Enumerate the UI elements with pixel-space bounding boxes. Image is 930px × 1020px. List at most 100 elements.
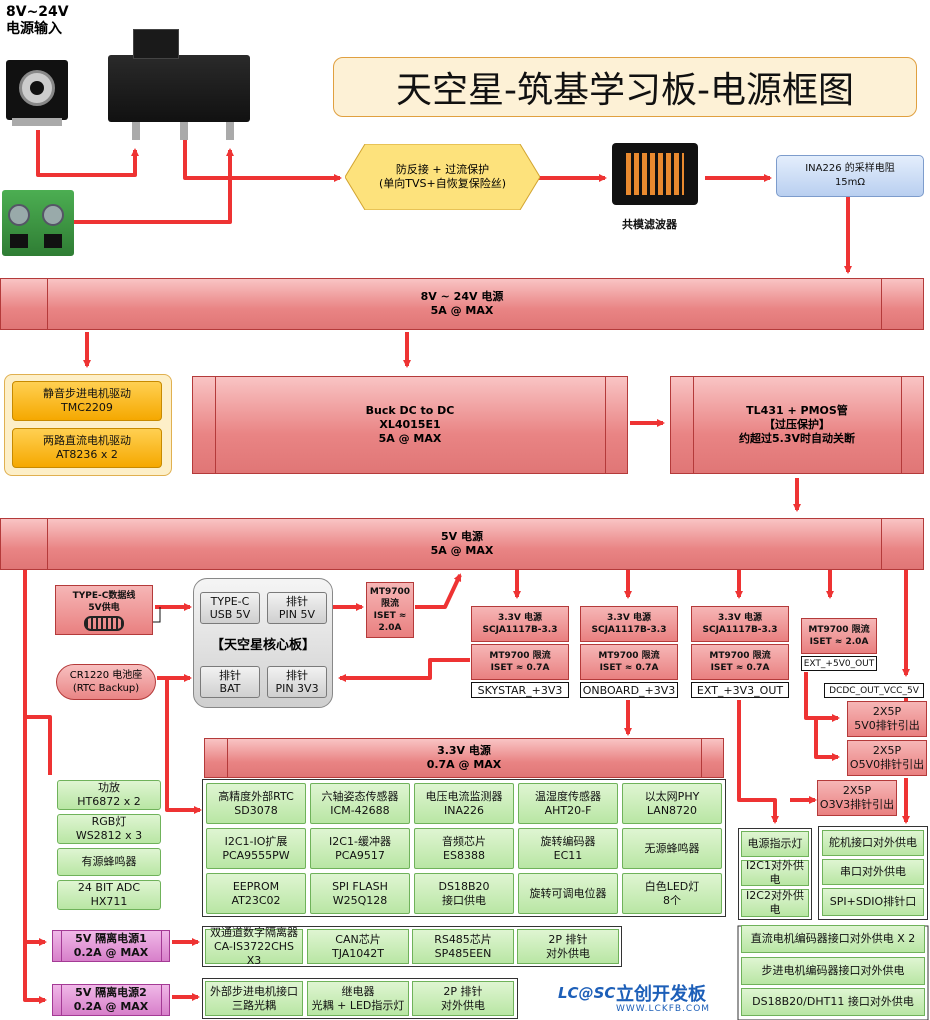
load-can-part: TJA1042T: [331, 946, 384, 960]
tl431-title: TL431 + PMOS管: [746, 404, 848, 417]
typec-cable: TYPE-C数据线 5V供电: [55, 585, 153, 635]
load-3v3-part: 接口供电: [442, 893, 486, 907]
load-3v3-part: ICM-42688: [330, 803, 390, 817]
load-adc-title: 24 BIT ADC: [77, 881, 141, 894]
load-amp-title: 功放: [98, 781, 120, 794]
header-5v0: 2X5P 5V0排针引出: [847, 701, 927, 737]
load-rgb-title: RGB灯: [91, 815, 127, 828]
header-o3v3: 2X5P O3V3排针引出: [817, 780, 897, 816]
load-3v3-title: 温湿度传感器: [535, 789, 601, 803]
dc-motor-driver-part: AT8236 x 2: [56, 448, 118, 461]
input-voltage-text: 8V~24V: [6, 4, 69, 20]
limit-ext-title: MT9700 限流: [709, 651, 771, 661]
ldo-skystar-part: SCJA1117B-3.3: [482, 625, 558, 635]
load-rs485-part: SP485EEN: [434, 946, 492, 960]
load-3v3-part: W25Q128: [332, 893, 388, 907]
load-3v3-title: EEPROM: [232, 879, 280, 893]
load-3v3-part: EC11: [553, 848, 583, 862]
header-5v0-type: 2X5P: [872, 705, 902, 718]
dc-motor-driver: 两路直流电机驱动 AT8236 x 2: [12, 428, 162, 468]
mt9700-ext-title: MT9700 限流: [808, 625, 870, 635]
load-3v3-part: AHT20-F: [544, 803, 592, 817]
load-rgb: RGB灯 WS2812 x 3: [57, 814, 161, 844]
bus-3v3-rating: 0.7A @ MAX: [426, 758, 502, 771]
bus-5v: 5V 电源 5A @ MAX: [0, 518, 924, 570]
load-iso1-header: 2P 排针 对外供电: [517, 929, 619, 964]
dc-jack-label: 8V~24V 电源输入: [6, 4, 69, 38]
load-iso2-header: 2P 排针 对外供电: [412, 981, 514, 1016]
header-5v0-desc: 5V0排针引出: [854, 719, 920, 732]
load-amp-part: HT6872 x 2: [77, 795, 141, 808]
load-3v3-part: SD3078: [234, 803, 278, 817]
tag-onboard: ONBOARD_+3V3: [580, 682, 678, 698]
load-3v3-title: 高精度外部RTC: [218, 789, 294, 803]
load-3v3-part: PCA9555PW: [222, 848, 290, 862]
load-rs485: RS485芯片 SP485EEN: [412, 929, 514, 964]
input-title-text: 电源输入: [6, 21, 62, 37]
bus-8v-24v-rating: 5A @ MAX: [430, 304, 494, 317]
load-stepper-encoder: 步进电机编码器接口对外供电: [741, 957, 925, 985]
header-o5v0-type: 2X5P: [872, 744, 902, 757]
load-3v3-part: 8个: [663, 893, 681, 907]
mt9700-core-current: 2.0A: [378, 623, 402, 633]
bus-8v-24v: 8V ~ 24V 电源 5A @ MAX: [0, 278, 924, 330]
ldo-ext-part: SCJA1117B-3.3: [702, 625, 778, 635]
core-board-title: 【天空星核心板】: [210, 638, 315, 653]
bus-5v-rating: 5A @ MAX: [430, 544, 494, 557]
buck-part: XL4015E1: [379, 418, 441, 431]
load-stepper-interface-title: 外部步进电机接口: [210, 984, 298, 998]
mt9700-core-func: 限流: [380, 599, 399, 609]
load-3v3-title: 音频芯片: [442, 834, 486, 848]
page-title: 天空星-筑基学习板-电源框图: [333, 57, 917, 117]
limit-skystar-title: MT9700 限流: [489, 651, 551, 661]
load-uart: 串口对外供电: [822, 859, 924, 885]
load-3v3-title: I2C1-缓冲器: [329, 834, 391, 848]
load-active-buzzer-title: 有源蜂鸣器: [81, 855, 137, 868]
load-digital-isolator: 双通道数字隔离器 CA-IS3722CHS X3: [205, 926, 303, 967]
ina226-resistor: INA226 的采样电阻 15mΩ: [776, 155, 924, 197]
load-iso2-header-title: 2P 排针: [443, 984, 483, 998]
load-iso1-header-desc: 对外供电: [546, 946, 590, 960]
tl431-ovp: TL431 + PMOS管 【过压保护】 约超过5.3V时自动关断: [670, 376, 924, 474]
ldo-ext: 3.3V 电源 SCJA1117B-3.3: [691, 606, 789, 642]
limit-onboard-iset: ISET ≈ 0.7A: [599, 663, 659, 673]
load-3v3-title: 无源蜂鸣器: [644, 841, 700, 855]
load-digital-isolator-part: CA-IS3722CHS X3: [213, 939, 295, 967]
mt9700-ext-iset: ISET ≈ 2.0A: [809, 637, 869, 647]
load-3v3-title: DS18B20: [438, 879, 490, 893]
tag-ext-5v: EXT_+5V0_OUT: [801, 656, 877, 671]
core-typec-port: TYPE-C USB 5V: [200, 592, 260, 624]
iso-supply-1: 5V 隔离电源1 0.2A @ MAX: [52, 930, 170, 962]
load-stepper-interface-desc: 三路光耦: [232, 998, 276, 1012]
protection-block: 防反接 + 过流保护 (单向TVS+自恢复保险丝): [345, 144, 540, 210]
ldo-ext-title: 3.3V 电源: [717, 613, 763, 623]
core-pin-3v3-line1: 排针: [286, 669, 308, 682]
load-active-buzzer: 有源蜂鸣器: [57, 848, 161, 876]
stepper-driver-part: TMC2209: [61, 401, 113, 414]
iso-supply-2: 5V 隔离电源2 0.2A @ MAX: [52, 984, 170, 1016]
load-relay: 继电器 光耦 + LED指示灯: [307, 981, 409, 1016]
header-o5v0: 2X5P O5V0排针引出: [847, 740, 927, 776]
load-i2c1: I2C1对外供电: [741, 859, 809, 886]
limit-skystar-iset: ISET ≈ 0.7A: [490, 663, 550, 673]
load-iso1-header-title: 2P 排针: [548, 932, 588, 946]
core-pin-bat-line1: 排针: [219, 669, 241, 682]
load-3v3-title: 六轴姿态传感器: [321, 789, 399, 803]
core-typec-line1: TYPE-C: [210, 595, 250, 608]
protection-title: 防反接 + 过流保护: [395, 163, 490, 176]
tl431-threshold: 约超过5.3V时自动关断: [739, 432, 855, 445]
slide-switch-icon[interactable]: [108, 29, 250, 140]
load-3v3-title: 以太网PHY: [644, 789, 700, 803]
iso-supply-1-rating: 0.2A @ MAX: [73, 946, 149, 959]
